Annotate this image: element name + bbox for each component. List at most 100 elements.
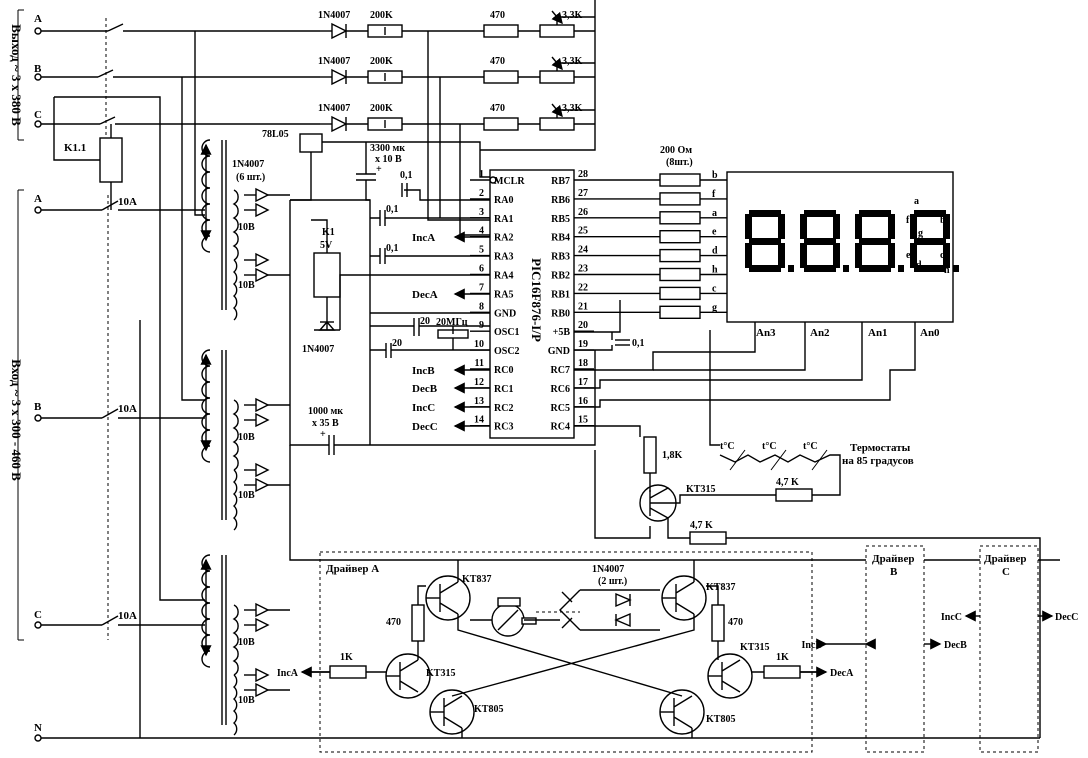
seg-d: [859, 265, 891, 272]
decoupling-cap: 0,1: [615, 338, 645, 349]
svg-text:a: a: [914, 196, 919, 207]
resistor: [659, 229, 701, 244]
svg-text:1,8K: 1,8K: [662, 450, 683, 461]
seg-g: [749, 238, 781, 245]
segment-resistor: c: [594, 283, 727, 301]
pin-name: RB2: [551, 271, 570, 282]
diode-icon: [255, 617, 270, 633]
svg-text:B: B: [890, 566, 898, 578]
wiper-arrow: [551, 103, 563, 118]
seg-d: [914, 265, 946, 272]
svg-text:3300 мк: 3300 мк: [370, 143, 405, 154]
svg-text:An2: An2: [810, 327, 830, 339]
anode-labels: An3 An2 An1 An0: [756, 327, 940, 339]
pin-number: 28: [578, 169, 588, 180]
seg-g: [914, 238, 946, 245]
segment-name: e: [712, 227, 717, 238]
pin-number: 14: [474, 415, 484, 426]
thermostats: t°C t°C t°C Термостаты на 85 градусов: [719, 441, 914, 496]
pin-number: 19: [578, 339, 588, 350]
diode-icon: [255, 667, 270, 683]
wire: [268, 609, 290, 691]
pin-name: RC1: [494, 384, 513, 395]
bridge-label: (6 шт.): [236, 172, 265, 183]
pin-number: 13: [474, 396, 484, 407]
svg-text:(8шт.): (8шт.): [666, 157, 693, 168]
svg-text:K1: K1: [322, 227, 335, 238]
pin-name: RC5: [551, 403, 570, 414]
winding-label: 10В: [238, 222, 255, 233]
wire: [268, 194, 290, 276]
seg-a: [804, 210, 836, 217]
seg-dp: [953, 265, 959, 272]
driver-c: Драйвер C IncC DecC: [941, 545, 1078, 753]
pin-number: 8: [479, 301, 484, 312]
svg-text:DecB: DecB: [412, 383, 438, 395]
pot-3k3: [539, 70, 575, 84]
resistor-label: 470: [490, 103, 505, 114]
svg-text:DecC: DecC: [1055, 612, 1078, 623]
wire: [417, 641, 719, 738]
svg-text:An0: An0: [920, 327, 940, 339]
input-terminals: A B C N: [34, 193, 42, 742]
diode-label: 1N4007: [592, 564, 624, 575]
svg-text:f: f: [906, 215, 910, 226]
transistor-legs: [721, 659, 741, 693]
svg-text:1000 мк: 1000 мк: [308, 406, 343, 417]
motor-brush: [497, 597, 521, 607]
diode-icon: [255, 267, 270, 283]
transistor-legs: [673, 695, 693, 729]
pin-name: RC3: [494, 422, 513, 433]
svg-text:+: +: [320, 429, 326, 440]
svg-text:C: C: [1002, 566, 1010, 578]
pin-number: 16: [578, 396, 588, 407]
pin-name: RC6: [551, 384, 570, 395]
svg-text:C: C: [34, 109, 42, 121]
secondary-coil: [232, 604, 239, 676]
svg-text:Драйвер: Драйвер: [872, 553, 914, 565]
pin-name: +5B: [553, 327, 571, 338]
segment-name: g: [712, 302, 717, 313]
svg-text:0,1: 0,1: [386, 204, 399, 215]
svg-text:c: c: [940, 250, 945, 261]
pin-name: RB5: [551, 214, 570, 225]
pin-name: RA3: [494, 252, 513, 263]
svg-text:DecB: DecB: [944, 640, 967, 651]
output-side-label: Выход ~ 3 х 380 В: [9, 9, 24, 141]
svg-text:A: A: [34, 13, 42, 25]
segment-resistor: e: [594, 227, 727, 244]
svg-text:t°C: t°C: [803, 441, 818, 452]
resistor: [659, 248, 701, 263]
svg-text:х 10 В: х 10 В: [375, 154, 402, 165]
pin-name: OSC1: [494, 327, 520, 338]
segment-name: b: [712, 170, 718, 181]
pin-number: 4: [479, 226, 484, 237]
digit: [800, 210, 849, 272]
svg-text:An3: An3: [756, 327, 776, 339]
pin-number: 20: [578, 320, 588, 331]
oscillator: 20 20 20МГц: [385, 316, 469, 358]
pin-number: 17: [578, 377, 588, 388]
svg-text:An1: An1: [868, 327, 888, 339]
resistor: [659, 211, 701, 225]
pin-number: 3: [479, 207, 484, 218]
svg-text:IncB: IncB: [412, 365, 435, 377]
svg-text:10A: 10A: [118, 196, 137, 208]
secondary-coil: [232, 399, 239, 471]
transistor: KT805: [429, 689, 503, 735]
diode-icon: [331, 22, 348, 40]
svg-text:K1.1: K1.1: [64, 142, 86, 154]
capacitor-1000uf: 1000 мк х 35 В +: [308, 406, 343, 455]
resistor-label: 470: [490, 56, 505, 67]
